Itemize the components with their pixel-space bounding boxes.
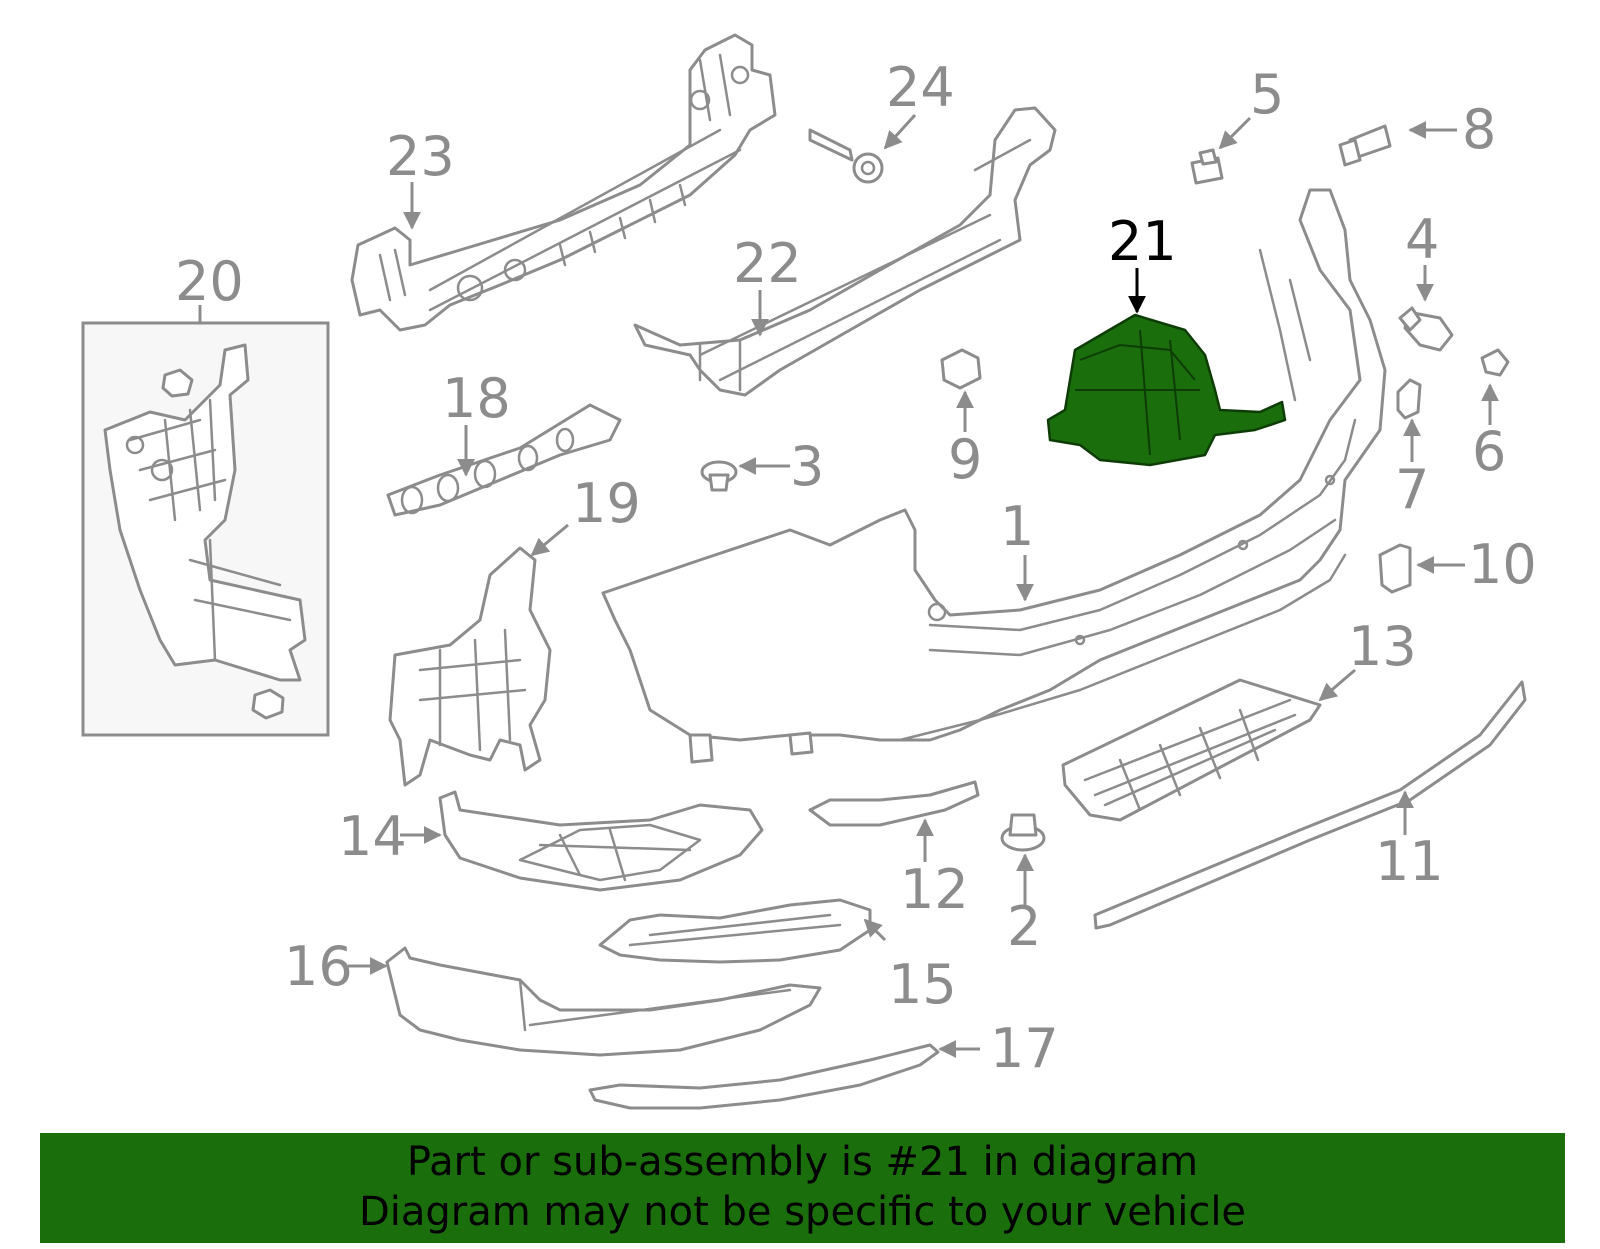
part-21-highlighted-bracket[interactable] bbox=[1046, 313, 1287, 467]
callout-21: 21 bbox=[1108, 210, 1177, 273]
callout-17: 17 bbox=[990, 1017, 1059, 1080]
callout-13: 13 bbox=[1348, 615, 1417, 678]
part-4-bolt[interactable] bbox=[1398, 306, 1454, 352]
callout-12: 12 bbox=[900, 858, 969, 921]
part-8-screw[interactable] bbox=[1338, 124, 1392, 167]
part-23-reinforcement-beam[interactable] bbox=[350, 33, 777, 332]
callout-8: 8 bbox=[1462, 98, 1496, 161]
part-2-fastener[interactable] bbox=[1000, 813, 1046, 852]
part-5-grommet[interactable] bbox=[1190, 148, 1224, 185]
callout-20: 20 bbox=[175, 250, 244, 313]
callout-11: 11 bbox=[1375, 830, 1444, 893]
callout-3: 3 bbox=[790, 435, 824, 498]
callout-14: 14 bbox=[338, 805, 407, 868]
part-14-lower-grille[interactable] bbox=[438, 790, 764, 892]
callout-10: 10 bbox=[1468, 533, 1537, 596]
part-16-lower-valance[interactable] bbox=[385, 946, 822, 1057]
part-10-cover[interactable] bbox=[1378, 543, 1412, 594]
part-11-trim-strip[interactable] bbox=[1093, 680, 1527, 930]
callout-6: 6 bbox=[1472, 420, 1506, 483]
part-12-reflector-strip[interactable] bbox=[808, 780, 980, 827]
callout-1: 1 bbox=[1000, 495, 1034, 558]
callout-18: 18 bbox=[442, 367, 511, 430]
part-17-trim-strip[interactable] bbox=[588, 1043, 940, 1110]
callout-leaders bbox=[198, 113, 1499, 1058]
callout-7: 7 bbox=[1395, 458, 1429, 521]
callout-16: 16 bbox=[284, 935, 353, 998]
part-13-grille-panel[interactable] bbox=[1061, 678, 1322, 822]
callout-2: 2 bbox=[1007, 895, 1041, 958]
callout-19: 19 bbox=[572, 472, 641, 535]
callout-labels: 1 2 3 4 5 6 7 8 9 10 11 12 13 14 15 16 1… bbox=[175, 56, 1537, 1080]
info-banner: Part or sub-assembly is #21 in diagram D… bbox=[40, 1133, 1565, 1243]
part-24-tow-eye[interactable] bbox=[808, 128, 884, 184]
callout-24: 24 bbox=[886, 56, 955, 119]
part-3-clip[interactable] bbox=[700, 460, 738, 492]
callout-9: 9 bbox=[948, 428, 982, 491]
callout-23: 23 bbox=[386, 125, 455, 188]
part-19-side-bracket[interactable] bbox=[388, 546, 552, 787]
part-9-retainer[interactable] bbox=[940, 348, 982, 390]
callout-5: 5 bbox=[1250, 63, 1284, 126]
callout-22: 22 bbox=[733, 232, 802, 295]
part-7-cap[interactable] bbox=[1396, 378, 1422, 420]
part-1-bumper-cover[interactable] bbox=[601, 188, 1387, 764]
part-20-bracket-assembly[interactable] bbox=[81, 321, 330, 737]
banner-line-2: Diagram may not be specific to your vehi… bbox=[358, 1189, 1247, 1235]
banner-line-1: Part or sub-assembly is #21 in diagram bbox=[406, 1139, 1199, 1185]
callout-4: 4 bbox=[1405, 208, 1439, 271]
part-18-bracket[interactable] bbox=[386, 403, 622, 517]
callout-15: 15 bbox=[888, 953, 957, 1016]
part-6-clip[interactable] bbox=[1480, 348, 1510, 377]
part-22-absorber[interactable] bbox=[633, 106, 1057, 397]
part-15-trim-panel[interactable] bbox=[598, 898, 872, 964]
